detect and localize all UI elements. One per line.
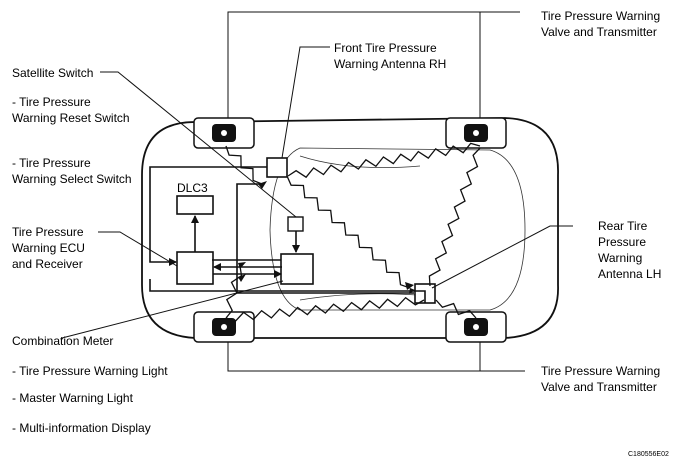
wheel-rear-left <box>193 311 255 343</box>
ecu-receiver-box <box>176 251 214 285</box>
label-rear-antenna-3: Warning <box>598 251 642 265</box>
windshield-outline <box>299 155 421 169</box>
wiring-harness <box>149 166 426 303</box>
radio-signal-paths <box>225 142 481 322</box>
label-satellite-switch: Satellite Switch <box>12 66 93 80</box>
label-combination-meter: Combination Meter <box>12 334 113 348</box>
label-valve-top-2: Valve and Transmitter <box>541 25 657 39</box>
label-rear-antenna-1: Rear Tire <box>598 219 648 233</box>
label-ecu-3: and Receiver <box>12 257 83 271</box>
label-select-switch-1: - Tire Pressure <box>12 156 91 170</box>
label-meter-item-3: - Multi-information Display <box>12 421 151 435</box>
label-reset-switch-2: Warning Reset Switch <box>12 111 130 125</box>
label-front-antenna-1: Front Tire Pressure <box>334 41 437 55</box>
label-meter-item-2: - Master Warning Light <box>12 391 134 405</box>
label-reset-switch-1: - Tire Pressure <box>12 95 91 109</box>
label-ecu-2: Warning ECU <box>12 241 85 255</box>
front-antenna-box <box>266 157 288 178</box>
signal-arrowheads <box>238 181 415 294</box>
label-front-antenna-2: Warning Antenna RH <box>334 57 446 71</box>
wheel-rear-right <box>445 311 507 343</box>
label-dlc3: DLC3 <box>177 181 208 195</box>
wheel-front-right <box>445 117 507 149</box>
wheel-front-left <box>193 117 255 149</box>
figure-code: C180556E02 <box>628 451 669 458</box>
cabin-outline <box>269 147 526 311</box>
label-valve-bottom-1: Tire Pressure Warning <box>541 364 660 378</box>
leader-lines <box>61 11 573 372</box>
label-rear-antenna-2: Pressure <box>598 235 646 249</box>
satellite-switch-box <box>287 216 304 232</box>
label-valve-top-1: Tire Pressure Warning <box>541 9 660 23</box>
rear-window-outline <box>299 293 431 301</box>
label-ecu-1: Tire Pressure <box>12 225 84 239</box>
label-valve-bottom-2: Valve and Transmitter <box>541 380 657 394</box>
dlc3-box <box>176 195 214 215</box>
label-meter-item-1: - Tire Pressure Warning Light <box>12 364 168 378</box>
label-rear-antenna-4: Antenna LH <box>598 267 661 281</box>
combination-meter-box <box>280 253 314 285</box>
label-select-switch-2: Warning Select Switch <box>12 172 132 186</box>
